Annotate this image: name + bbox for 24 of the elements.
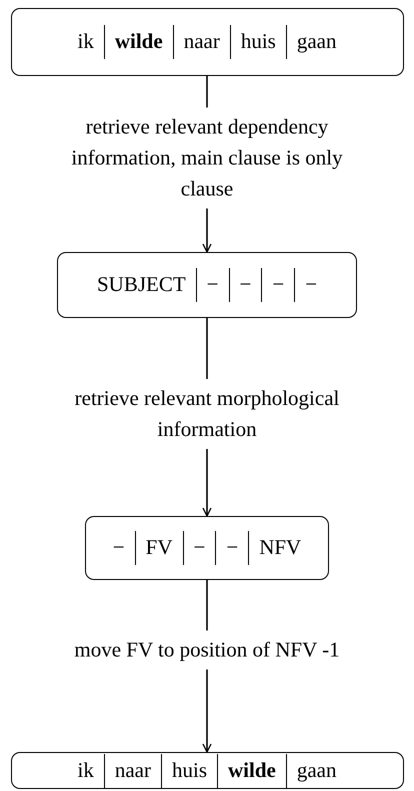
token-box bbox=[57, 252, 357, 318]
token-text: ik bbox=[78, 756, 94, 784]
token-text: FV bbox=[146, 534, 172, 562]
token-text: gaan bbox=[296, 28, 336, 56]
token-text: ik bbox=[78, 28, 94, 56]
token-box bbox=[10, 752, 404, 789]
token-text: − bbox=[305, 271, 318, 298]
token-text: naar bbox=[184, 28, 220, 56]
token-text: − bbox=[226, 534, 238, 562]
token-box bbox=[85, 516, 329, 580]
token-text: naar bbox=[114, 756, 151, 784]
token-text: − bbox=[112, 534, 125, 562]
token-text: NFV bbox=[259, 534, 302, 562]
token-text: − bbox=[272, 271, 284, 298]
token-text: huis bbox=[240, 28, 276, 56]
token-text: wilde bbox=[114, 28, 163, 56]
token-text: − bbox=[206, 271, 218, 298]
token-text: SUBJECT bbox=[96, 271, 186, 298]
token-box bbox=[10, 8, 404, 76]
token-text: huis bbox=[172, 756, 207, 784]
token-text: gaan bbox=[296, 756, 336, 784]
token-text: wilde bbox=[228, 756, 276, 784]
token-text: − bbox=[194, 534, 206, 562]
token-text: − bbox=[240, 271, 252, 298]
